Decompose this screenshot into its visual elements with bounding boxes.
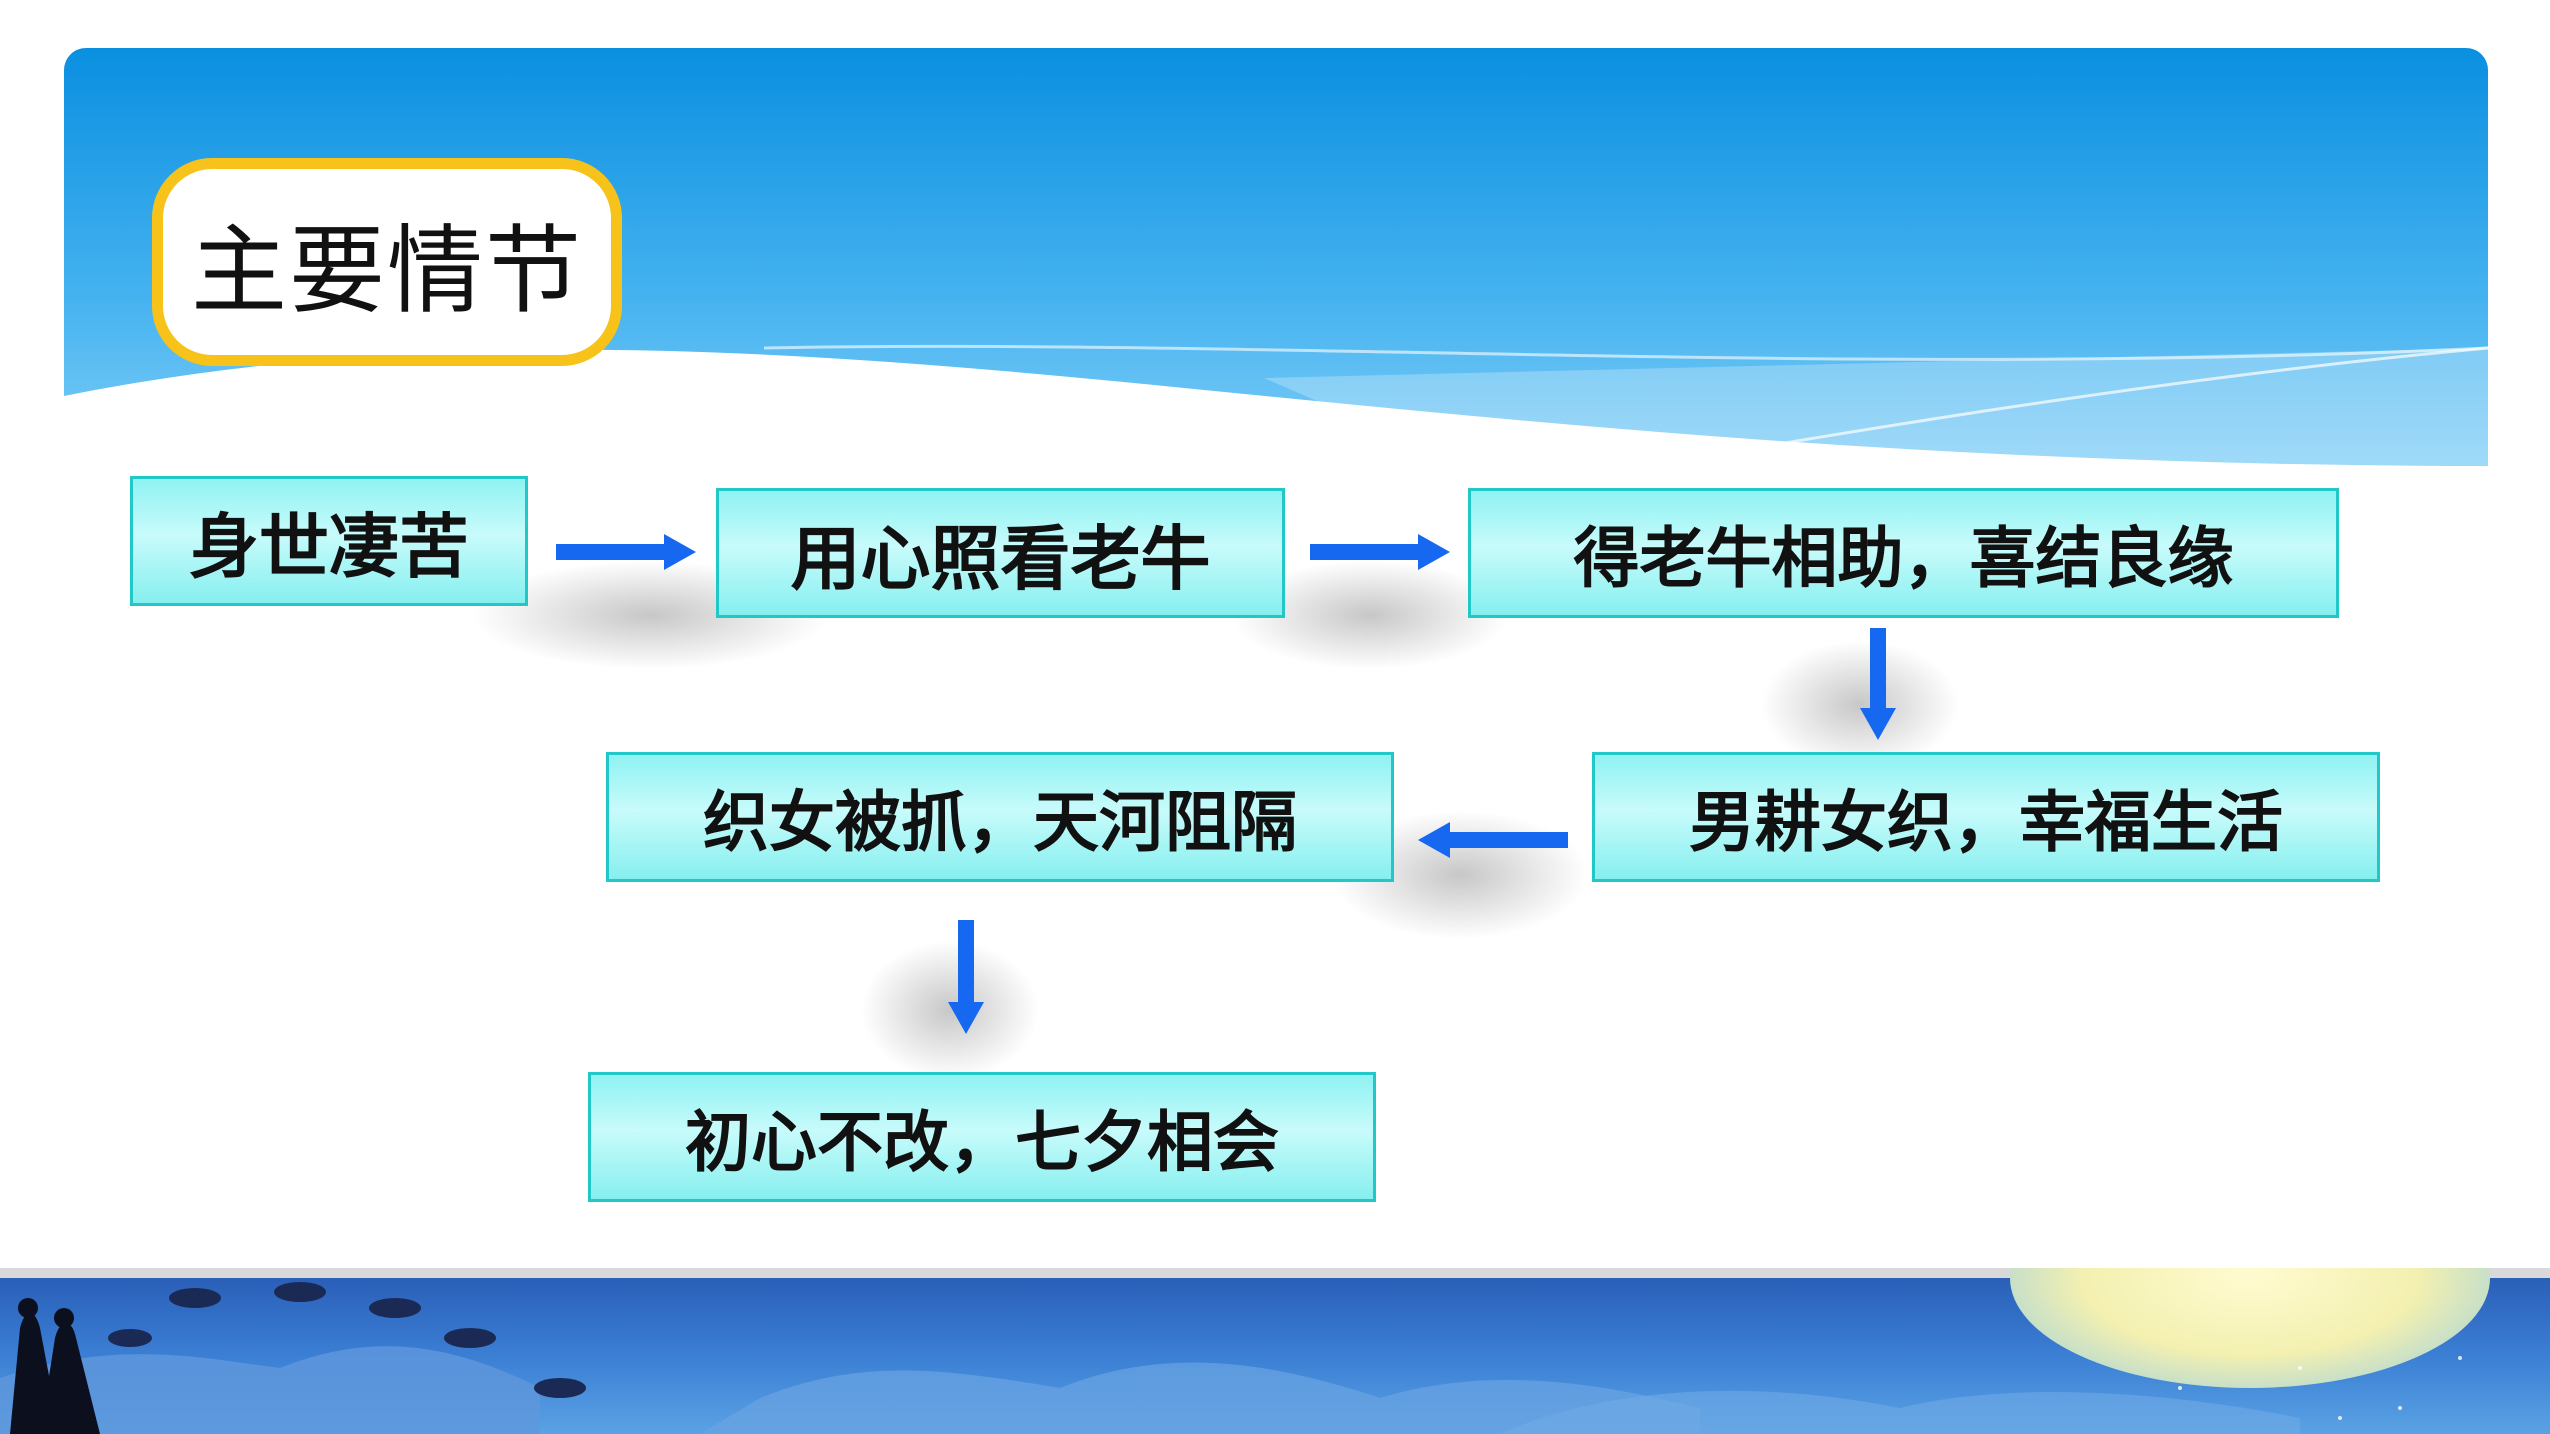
footer-night-banner: [0, 1268, 2550, 1434]
arrow-right-icon: [556, 534, 696, 570]
plot-step-label: 身世凄苦: [189, 504, 469, 588]
plot-step-3: 得老牛相助，喜结良缘: [1468, 488, 2339, 618]
plot-step-4: 男耕女织，幸福生活: [1592, 752, 2380, 882]
box-shadow: [1760, 640, 1960, 770]
arrow-left-icon: [1418, 822, 1568, 858]
plot-step-2: 用心照看老牛: [716, 488, 1285, 618]
plot-step-1: 身世凄苦: [130, 476, 528, 606]
plot-step-6: 初心不改，七夕相会: [588, 1072, 1376, 1202]
plot-step-label: 初心不改，七夕相会: [685, 1103, 1279, 1181]
box-shadow: [860, 940, 1040, 1080]
page-title: 主要情节: [191, 214, 583, 327]
plot-step-label: 织女被抓，天河阻隔: [703, 783, 1297, 861]
title-badge: 主要情节: [152, 158, 622, 366]
header-banner: [64, 48, 2488, 508]
arrow-down-icon: [948, 920, 984, 1034]
arrow-right-icon: [1310, 534, 1450, 570]
plot-step-5: 织女被抓，天河阻隔: [606, 752, 1394, 882]
arrow-down-icon: [1860, 628, 1896, 740]
plot-step-label: 男耕女织，幸福生活: [1689, 783, 2283, 861]
plot-step-label: 得老牛相助，喜结良缘: [1573, 519, 2234, 597]
plot-step-label: 用心照看老牛: [790, 516, 1211, 600]
